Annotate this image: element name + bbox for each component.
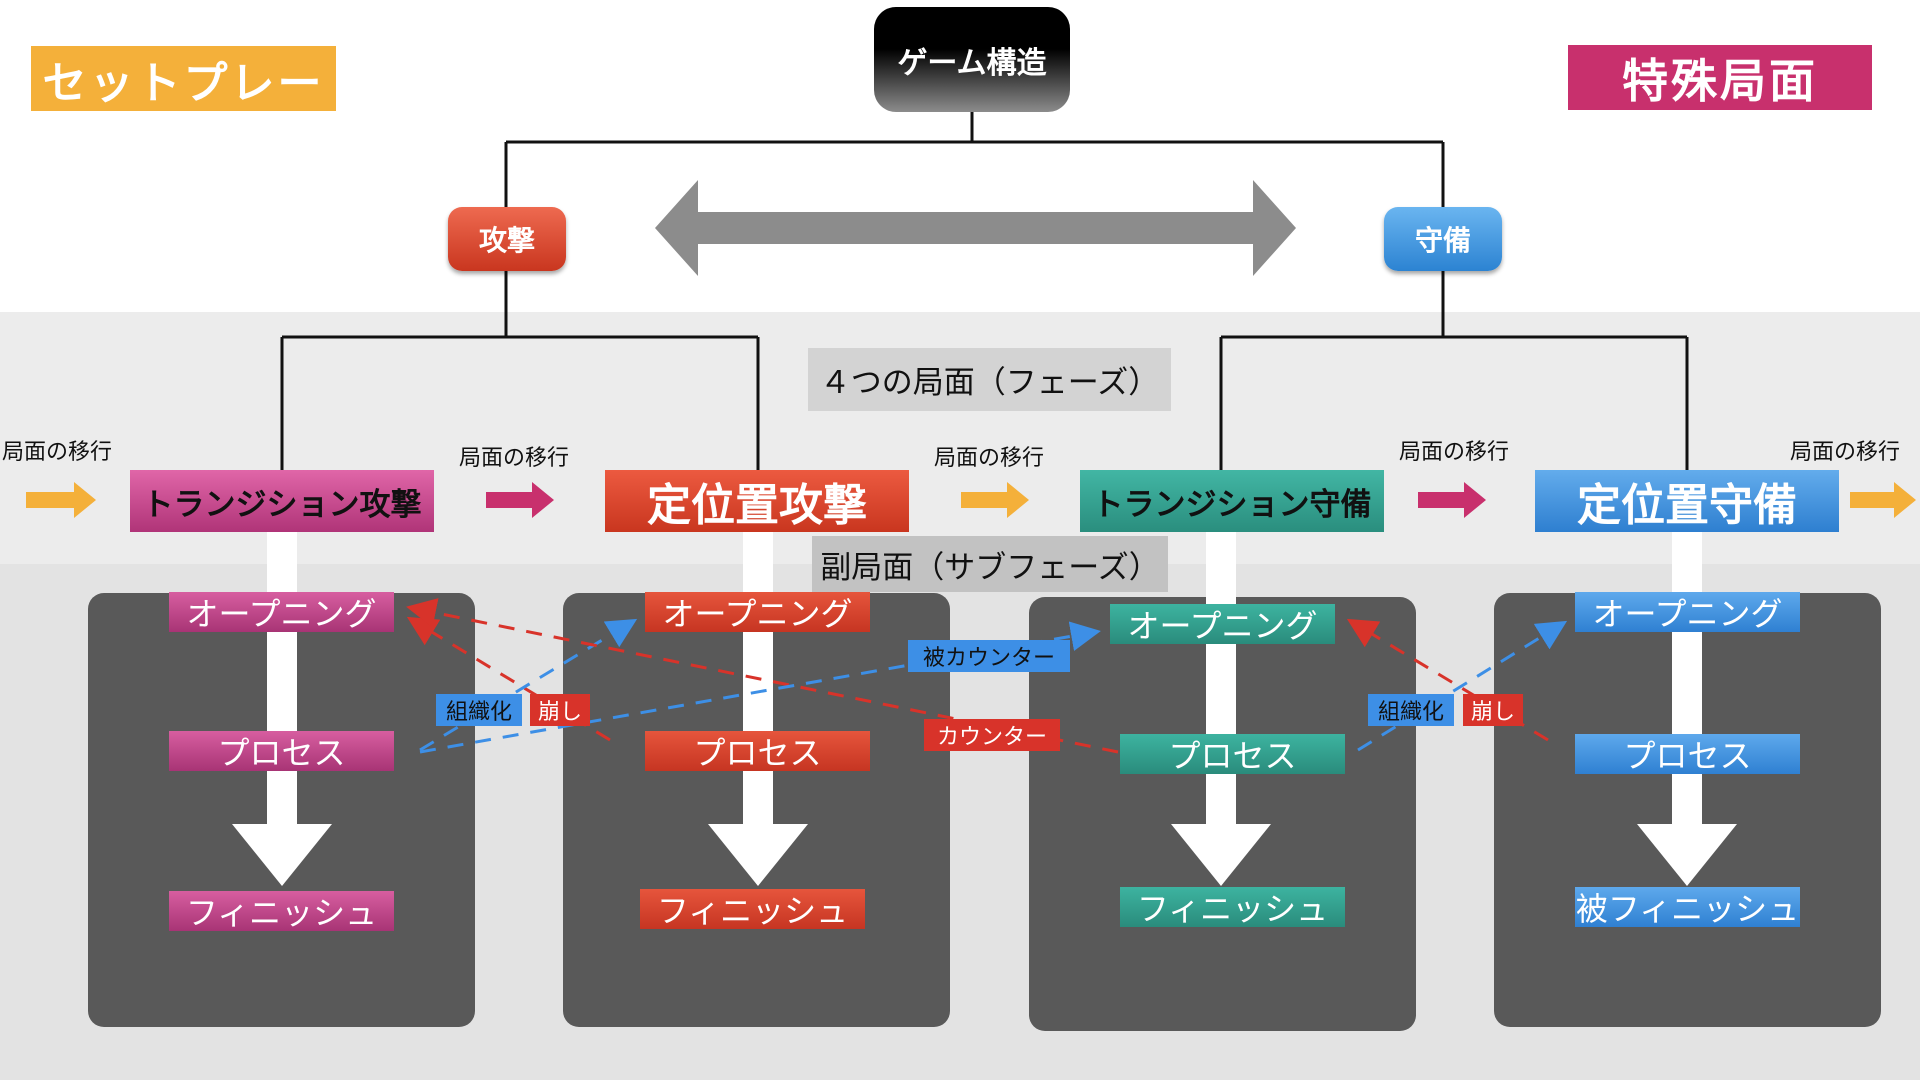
special-situation-tag: 特殊局面 xyxy=(1568,45,1872,110)
counter-label: カウンター xyxy=(924,719,1060,751)
defense-node: 守備 xyxy=(1384,207,1502,271)
col2-opening: オープニング xyxy=(645,592,870,633)
phase-transition-attack: トランジション攻撃 xyxy=(130,470,434,532)
transition-label-3: 局面の移行 xyxy=(934,446,1045,471)
col1-finish: フィニッシュ xyxy=(169,891,394,932)
attack-defense-double-arrow xyxy=(655,180,1296,276)
transition-arrows xyxy=(26,482,1916,518)
organize-label-right: 組織化 xyxy=(1368,694,1454,726)
transition-label-5: 局面の移行 xyxy=(1790,440,1901,465)
col1-process: プロセス xyxy=(169,731,394,772)
organize-link-left xyxy=(419,618,638,752)
col4-finish: 被フィニッシュ xyxy=(1575,887,1800,928)
transition-label-4: 局面の移行 xyxy=(1399,440,1510,465)
col3-process: プロセス xyxy=(1120,734,1345,775)
organize-link-right xyxy=(1357,620,1568,752)
col1-opening: オープニング xyxy=(169,592,394,633)
col2-process: プロセス xyxy=(645,731,870,772)
counter-received-label: 被カウンター xyxy=(908,640,1070,672)
col2-finish: フィニッシュ xyxy=(640,889,865,930)
col4-process: プロセス xyxy=(1575,734,1800,775)
transition-label-1: 局面の移行 xyxy=(2,440,113,465)
attack-node: 攻撃 xyxy=(448,207,566,271)
phase-set-defense: 定位置守備 xyxy=(1535,470,1839,532)
organize-label-left: 組織化 xyxy=(436,694,522,726)
subphases-label: 副局面（サブフェーズ） xyxy=(812,536,1168,592)
break-label-right: 崩し xyxy=(1463,694,1523,726)
col4-opening: オープニング xyxy=(1575,592,1800,633)
break-label-left: 崩し xyxy=(530,694,590,726)
phase-set-attack: 定位置攻撃 xyxy=(605,470,909,532)
transition-label-2: 局面の移行 xyxy=(459,446,570,471)
phase-transition-defense: トランジション守備 xyxy=(1080,470,1384,532)
col3-finish: フィニッシュ xyxy=(1120,887,1345,928)
set-play-tag: セットプレー xyxy=(31,46,336,111)
phases-label: ４つの局面（フェーズ） xyxy=(808,348,1171,411)
game-structure-node: ゲーム構造 xyxy=(874,7,1070,112)
col3-opening: オープニング xyxy=(1110,604,1335,645)
